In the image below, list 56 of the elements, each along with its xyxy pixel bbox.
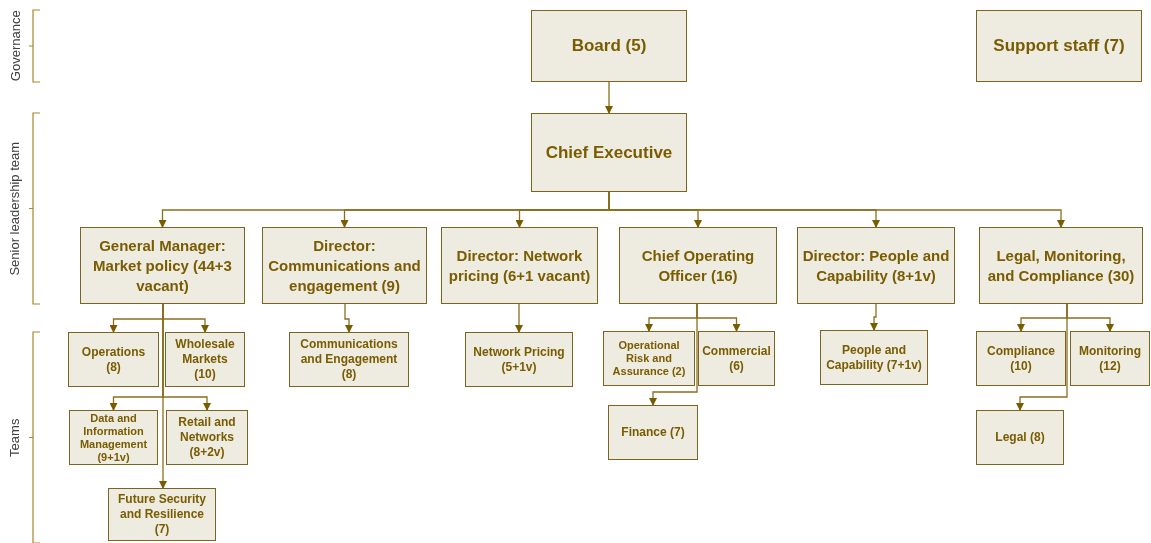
org-box xyxy=(619,227,777,304)
org-box xyxy=(531,113,687,192)
box-title: Operations (8) xyxy=(80,344,147,375)
org-box xyxy=(69,410,158,465)
box-title: Operational Risk and Assurance (2) xyxy=(611,339,687,378)
org-box xyxy=(289,332,409,387)
box-title: Director: Network pricing (6+1 vacant) xyxy=(447,245,592,286)
box-title: Support staff (7) xyxy=(993,35,1125,58)
box-title: Director: People and Capability (8+1v) xyxy=(802,245,950,286)
box-title: General Manager: Market policy (44+3 vacant) xyxy=(92,235,233,296)
box-title: Director: Communications and engagement (9) xyxy=(267,235,422,296)
box-title: Legal (8) xyxy=(995,430,1045,445)
connector-arrow xyxy=(870,303,878,331)
box-title: People and Capability (7+1v) xyxy=(825,342,923,373)
box-title: Commercial (6) xyxy=(702,343,771,374)
box-title: Wholesale Markets (10) xyxy=(174,337,236,382)
org-box xyxy=(1070,331,1150,386)
box-title: Chief Operating Officer (16) xyxy=(640,245,756,286)
box-title: Data and Information Management (9+1v) xyxy=(78,411,149,464)
box-title: Finance (7) xyxy=(621,425,685,440)
box-title: Chief Executive xyxy=(545,141,673,164)
box-title: Network Pricing (5+1v) xyxy=(472,344,566,375)
org-box xyxy=(608,405,698,460)
org-box xyxy=(603,331,695,386)
box-title: Legal, Monitoring, and Compliance (30) xyxy=(986,245,1136,286)
box-title: Retail and Networks (8+2v) xyxy=(177,415,237,460)
connector-arrow xyxy=(605,81,613,114)
section-label: Teams xyxy=(6,418,24,457)
connector-arrow xyxy=(1016,303,1068,411)
org-box xyxy=(797,227,955,304)
box-title: Monitoring (12) xyxy=(1078,343,1142,374)
box-title: Compliance (10) xyxy=(986,343,1056,374)
box-title: Communications and Engagement (8) xyxy=(299,337,399,382)
org-box xyxy=(976,10,1142,82)
connector-arrow xyxy=(649,303,698,406)
org-box xyxy=(976,410,1064,465)
org-box xyxy=(441,227,598,304)
org-box xyxy=(979,227,1143,304)
org-box xyxy=(166,410,248,465)
section-label: Governance xyxy=(6,10,24,82)
connector-arrow xyxy=(515,303,523,333)
box-title: Future Security and Resilience (7) xyxy=(117,492,207,537)
org-box xyxy=(80,227,245,304)
org-box xyxy=(531,10,687,82)
org-box xyxy=(262,227,427,304)
org-box xyxy=(465,332,573,387)
org-box xyxy=(698,331,775,386)
org-box xyxy=(820,330,928,385)
org-box xyxy=(165,332,245,387)
org-box xyxy=(68,332,159,387)
box-title: Board (5) xyxy=(571,35,647,58)
section-label: Senior leadership team xyxy=(6,141,24,276)
org-box xyxy=(976,331,1066,386)
connector-arrow xyxy=(159,303,167,489)
connector-arrow xyxy=(344,303,353,333)
org-box xyxy=(108,488,216,541)
